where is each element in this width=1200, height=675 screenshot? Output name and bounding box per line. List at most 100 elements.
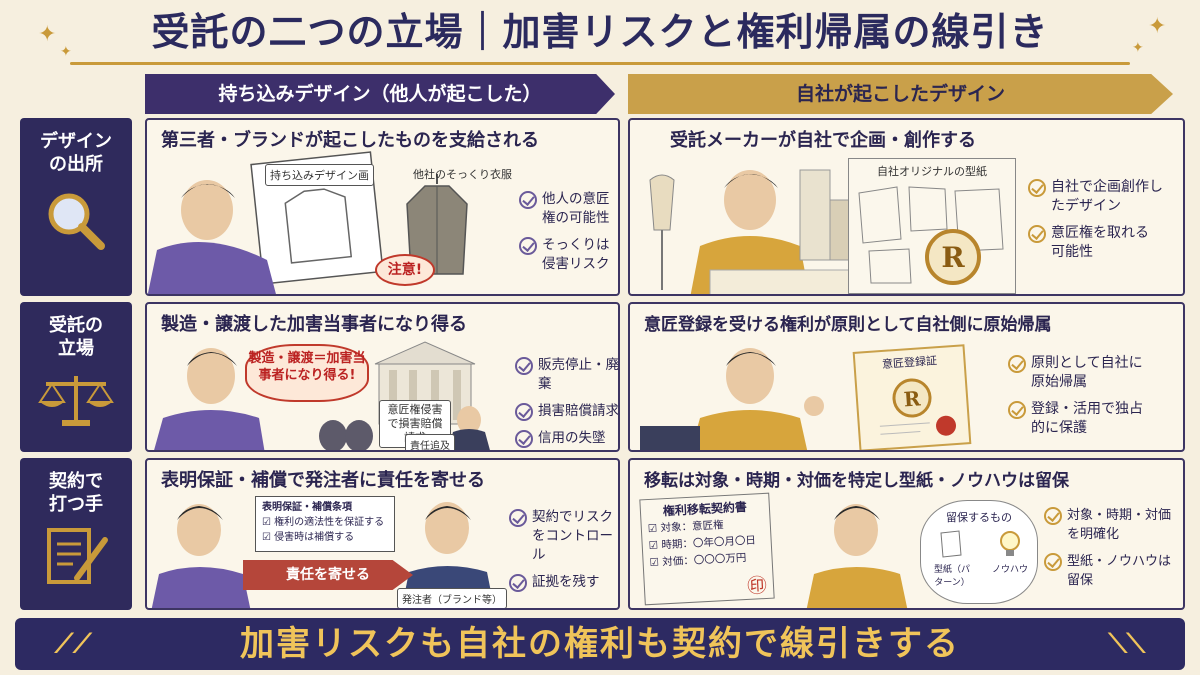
infringer-burst: 製造・譲渡＝加害当事者になり得る! <box>245 344 369 402</box>
registered-mark-icon: R <box>879 378 957 436</box>
burst-lines-icon: ⟍⟍ <box>1108 629 1145 659</box>
pattern-pieces-illustration: R <box>858 186 1004 285</box>
check-icon <box>1008 355 1026 373</box>
checklist: 販売停止・廃棄 損害賠償請求 信用の失墜 <box>515 356 619 450</box>
contract-item-text: 時期：〇年〇月〇日 <box>661 534 757 552</box>
check-text: 証拠を残す <box>532 574 600 590</box>
pattern-pieces-icon <box>940 530 962 558</box>
burst-lines-icon: ⟋⟋ <box>55 629 92 659</box>
check-icon <box>519 237 537 255</box>
contract-item-text: 対象：意匠権 <box>660 519 724 535</box>
page-title: 受託の二つの立場｜加害リスクと権利帰属の線引き <box>151 10 1049 54</box>
check-icon <box>509 509 527 527</box>
row-label-text: 受託の立場 <box>49 315 103 359</box>
clause-item-text: 侵害時は補償する <box>274 532 355 543</box>
row-label-position: 受託の立場 <box>20 302 132 452</box>
check-icon <box>1044 553 1062 571</box>
checklist: 自社で企画創作したデザイン 意匠権を取れる可能性 <box>1028 178 1178 270</box>
signing-worker-illustration <box>806 504 908 608</box>
check-icon <box>509 574 527 592</box>
check-text: 損害賠償請求 <box>538 403 619 419</box>
check-item: 原則として自社に原始帰属 <box>1008 354 1178 392</box>
title-underline <box>70 62 1130 65</box>
sparkle-icon: ✦ <box>38 22 57 47</box>
check-text: 自社で企画創作したデザイン <box>1051 179 1163 214</box>
check-item: 損害賠償請求 <box>515 402 619 421</box>
reserved-items-bubble: 留保するもの 型紙（パターン） ノウハウ <box>920 500 1038 604</box>
contract-pen-icon <box>47 528 108 584</box>
svg-text:R: R <box>941 241 965 274</box>
check-text: 販売停止・廃棄 <box>538 357 619 392</box>
check-text: 意匠権を取れる可能性 <box>1051 225 1149 260</box>
check-item: 契約でリスクをコントロール <box>509 508 618 565</box>
magnifier-icon <box>48 193 105 250</box>
sparkle-icon: ✦ <box>1132 40 1144 56</box>
clause-item-text: 権利の適法性を保証する <box>274 517 385 528</box>
sketch-label: 持ち込みデザイン画 <box>265 164 374 186</box>
footer-text: 加害リスクも自社の権利も契約で線引きする <box>240 624 960 664</box>
check-text: 対象・時期・対価を明確化 <box>1067 508 1172 542</box>
footer-banner: ⟋⟋ 加害リスクも自社の権利も契約で線引きする ⟍⟍ <box>15 618 1185 670</box>
clause-item: ☑ 権利の適法性を保証する <box>262 517 385 528</box>
warranty-clause-card: 表明保証・補償条項 ☑ 権利の適法性を保証する ☑ 侵害時は補償する <box>255 496 395 552</box>
knowhow-item: ノウハウ <box>992 529 1028 588</box>
checklist: 対象・時期・対価を明確化 型紙・ノウハウは留保 <box>1044 506 1183 598</box>
sparkle-icon: ✦ <box>60 44 72 60</box>
garment-label: 他社のそっくり衣服 <box>413 168 512 181</box>
check-icon <box>1008 401 1026 419</box>
check-text: 信用の失墜 <box>538 430 606 446</box>
check-item: 証拠を残す <box>509 573 618 592</box>
panel-title: 製造・譲渡した加害当事者になり得る <box>161 314 467 335</box>
designer-drafting-illustration <box>649 169 871 294</box>
transfer-contract-document: 権利移転契約書 ☑ 対象：意匠権 ☑ 時期：〇年〇月〇日 ☑ 対価：〇〇〇万円 … <box>639 492 775 606</box>
client-label: 発注者（ブランド等） <box>397 588 507 608</box>
check-item: 自社で企画創作したデザイン <box>1028 178 1178 216</box>
pattern-paper: 自社オリジナルの型紙 R <box>848 158 1016 294</box>
check-text: 他人の意匠権の可能性 <box>542 191 610 226</box>
reserve-title: 留保するもの <box>946 511 1012 524</box>
check-item: 対象・時期・対価を明確化 <box>1044 506 1183 544</box>
check-text: 原則として自社に原始帰属 <box>1031 355 1143 390</box>
svg-text:R: R <box>903 386 922 411</box>
check-item: 型紙・ノウハウは留保 <box>1044 552 1183 590</box>
check-text: そっくりは侵害リスク <box>542 237 610 272</box>
seal-stamp: ㊞ <box>746 572 768 598</box>
arrow-label: 責任を寄せる <box>286 567 370 583</box>
row-label-source: デザインの出所 <box>20 118 132 296</box>
check-item: 販売停止・廃棄 <box>515 356 619 394</box>
panel-title: 意匠登録を受ける権利が原則として自社側に原始帰属 <box>644 315 1052 335</box>
check-item: 登録・活用で独占的に保護 <box>1008 400 1178 438</box>
panel-title: 移転は対象・時期・対価を特定し型紙・ノウハウは留保 <box>644 471 1069 491</box>
checklist: 契約でリスクをコントロール 証拠を残す <box>509 508 618 600</box>
panel-source-brought-in: 第三者・ブランドが起こしたものを支給される 持ち込みデザイン画 他社のそっくり衣… <box>145 118 620 296</box>
confident-worker-illustration <box>640 348 824 450</box>
scales-icon <box>38 376 114 426</box>
sparkle-icon: ✦ <box>1148 14 1167 39</box>
shift-responsibility-arrow: 責任を寄せる <box>243 560 413 590</box>
check-icon <box>1028 179 1046 197</box>
panel-title: 表明保証・補償で発注者に責任を寄せる <box>161 470 485 491</box>
check-icon <box>1044 507 1062 525</box>
check-icon <box>515 357 533 375</box>
check-item: そっくりは侵害リスク <box>519 236 618 274</box>
checklist: 原則として自社に原始帰属 登録・活用で独占的に保護 <box>1008 354 1178 446</box>
row-label-text: 契約で打つ手 <box>49 471 103 515</box>
contract-item-text: 対価：〇〇〇万円 <box>662 551 747 569</box>
column-header-right: 自社が起こしたデザイン <box>628 74 1173 114</box>
panel-contract-warranty: 表明保証・補償で発注者に責任を寄せる 表明保証・補償条項 ☑ 権利の適法性を保証… <box>145 458 620 610</box>
clause-item: ☑ 侵害時は補償する <box>262 532 355 543</box>
design-certificate: 意匠登録証 R <box>852 344 972 450</box>
row-label-contract: 契約で打つ手 <box>20 458 132 610</box>
check-icon <box>515 403 533 421</box>
check-text: 契約でリスクをコントロール <box>532 509 613 563</box>
check-text: 型紙・ノウハウは留保 <box>1067 554 1172 588</box>
burst-text: 製造・譲渡＝加害当事者になり得る! <box>248 351 366 383</box>
checklist: 他人の意匠権の可能性 そっくりは侵害リスク <box>519 190 618 282</box>
row-label-text: デザインの出所 <box>40 131 112 175</box>
panel-position-owner: 意匠登録を受ける権利が原則として自社側に原始帰属 意匠登録証 R 原則として自社… <box>628 302 1185 452</box>
check-item: 他人の意匠権の可能性 <box>519 190 618 228</box>
check-icon <box>1028 225 1046 243</box>
liability-tag: 責任追及 <box>405 434 455 450</box>
check-text: 登録・活用で独占的に保護 <box>1031 401 1143 436</box>
column-header-left: 持ち込みデザイン（他人が起こした） <box>145 74 615 114</box>
